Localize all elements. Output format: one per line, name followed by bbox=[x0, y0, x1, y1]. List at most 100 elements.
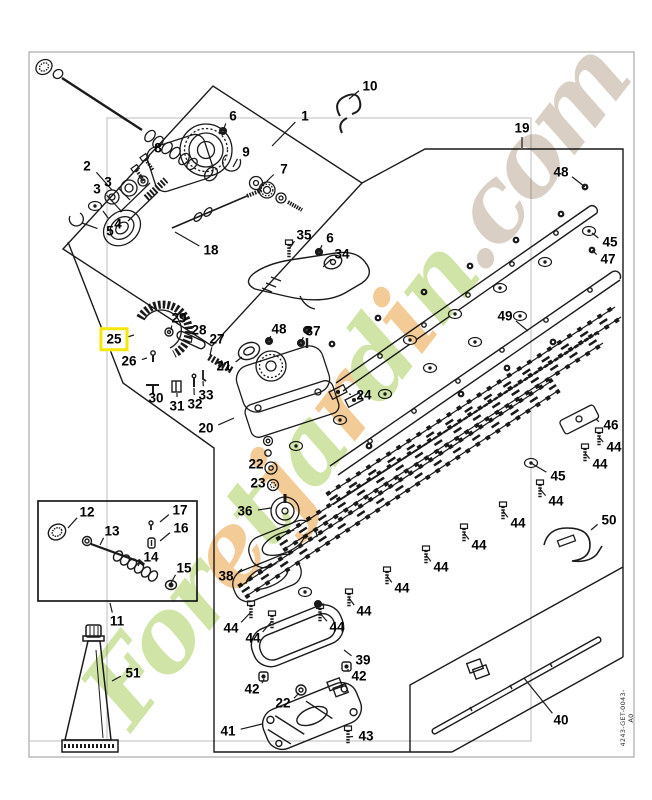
callout-44[interactable]: 44 bbox=[592, 456, 608, 472]
callout-45[interactable]: 45 bbox=[602, 234, 618, 250]
callout-42[interactable]: 42 bbox=[351, 668, 367, 684]
leader-line bbox=[109, 602, 113, 613]
callout-45[interactable]: 45 bbox=[550, 468, 566, 484]
callout-44[interactable]: 44 bbox=[548, 493, 564, 509]
callout-4[interactable]: 4 bbox=[114, 216, 122, 232]
leader-line bbox=[591, 232, 599, 239]
leader-line bbox=[99, 537, 105, 546]
callout-8[interactable]: 8 bbox=[154, 140, 162, 156]
callout-43[interactable]: 43 bbox=[358, 728, 374, 744]
callout-44[interactable]: 44 bbox=[223, 620, 239, 636]
drawing-number: 4243-GET-0043-A0 bbox=[619, 689, 635, 747]
leader-line bbox=[319, 612, 328, 622]
callout-24[interactable]: 24 bbox=[356, 387, 372, 403]
callout-48[interactable]: 48 bbox=[271, 321, 287, 337]
leader-line bbox=[591, 249, 598, 256]
callout-7[interactable]: 7 bbox=[280, 161, 288, 177]
callout-23[interactable]: 23 bbox=[250, 475, 266, 491]
callout-51[interactable]: 51 bbox=[125, 665, 141, 681]
callout-15[interactable]: 15 bbox=[176, 560, 192, 576]
cam-adjuster-parts bbox=[136, 300, 261, 394]
leader-line bbox=[343, 649, 352, 657]
callout-47[interactable]: 47 bbox=[600, 251, 616, 267]
callout-44[interactable]: 44 bbox=[606, 439, 622, 455]
callout-13[interactable]: 13 bbox=[104, 523, 120, 539]
callout-49[interactable]: 49 bbox=[497, 308, 513, 324]
callout-50[interactable]: 50 bbox=[601, 512, 617, 528]
leader-line bbox=[425, 554, 432, 562]
callout-44[interactable]: 44 bbox=[471, 537, 487, 553]
callout-33[interactable]: 33 bbox=[198, 387, 214, 403]
callout-30[interactable]: 30 bbox=[148, 390, 164, 406]
leader-line bbox=[257, 507, 272, 511]
spring-hook-10 bbox=[336, 93, 362, 134]
callout-29[interactable]: 29 bbox=[171, 310, 187, 326]
callout-39[interactable]: 39 bbox=[355, 652, 371, 668]
leader-line bbox=[141, 357, 148, 361]
callout-21[interactable]: 21 bbox=[216, 358, 232, 374]
callout-44[interactable]: 44 bbox=[329, 619, 345, 635]
callout-40[interactable]: 40 bbox=[553, 712, 569, 728]
callout-1[interactable]: 1 bbox=[301, 108, 309, 124]
callout-9[interactable]: 9 bbox=[242, 144, 250, 160]
plates-and-deflector bbox=[328, 383, 603, 563]
leader-line bbox=[159, 514, 170, 523]
callout-5[interactable]: 5 bbox=[106, 223, 114, 239]
callout-44[interactable]: 44 bbox=[510, 515, 526, 531]
callout-3[interactable]: 3 bbox=[104, 174, 112, 190]
callout-36[interactable]: 36 bbox=[237, 503, 253, 519]
callout-28[interactable]: 28 bbox=[191, 322, 207, 338]
callout-18[interactable]: 18 bbox=[203, 242, 219, 258]
callout-6[interactable]: 6 bbox=[229, 108, 237, 124]
leader-line bbox=[235, 356, 243, 363]
callout-37[interactable]: 37 bbox=[305, 323, 321, 339]
leader-line bbox=[463, 532, 470, 540]
callout-44[interactable]: 44 bbox=[394, 580, 410, 596]
callout-34[interactable]: 34 bbox=[334, 246, 350, 262]
callout-11[interactable]: 11 bbox=[109, 613, 125, 629]
leader-line bbox=[515, 320, 529, 332]
leader-line bbox=[595, 418, 600, 423]
callout-6[interactable]: 6 bbox=[326, 230, 334, 246]
callout-14[interactable]: 14 bbox=[143, 549, 159, 565]
leader-line bbox=[217, 417, 235, 426]
callout-44[interactable]: 44 bbox=[356, 603, 372, 619]
callout-27[interactable]: 27 bbox=[209, 331, 225, 347]
callout-10[interactable]: 10 bbox=[362, 78, 378, 94]
callout-46[interactable]: 46 bbox=[603, 417, 619, 433]
callout-38[interactable]: 38 bbox=[218, 568, 234, 584]
leader-line bbox=[262, 620, 273, 633]
gearbox-assembly bbox=[68, 123, 303, 247]
callout-26[interactable]: 26 bbox=[121, 353, 137, 369]
leader-line bbox=[502, 510, 509, 518]
callout-20[interactable]: 20 bbox=[198, 420, 214, 436]
callout-41[interactable]: 41 bbox=[220, 723, 236, 739]
callout-32[interactable]: 32 bbox=[187, 396, 203, 412]
leader-line bbox=[523, 677, 553, 714]
leader-line bbox=[137, 561, 141, 567]
leader-line bbox=[111, 675, 122, 682]
callout-44[interactable]: 44 bbox=[433, 559, 449, 575]
callout-12[interactable]: 12 bbox=[79, 504, 95, 520]
grease-tube-51 bbox=[61, 624, 119, 753]
leader-line bbox=[347, 735, 354, 738]
callout-35[interactable]: 35 bbox=[296, 227, 312, 243]
leader-lines bbox=[67, 90, 604, 738]
callout-25[interactable]: 25 bbox=[99, 327, 129, 351]
callout-22[interactable]: 22 bbox=[248, 456, 264, 472]
leader-line bbox=[261, 678, 265, 684]
leader-line bbox=[170, 325, 173, 331]
callout-19[interactable]: 19 bbox=[514, 120, 530, 136]
callout-22[interactable]: 22 bbox=[275, 695, 291, 711]
callout-2[interactable]: 2 bbox=[83, 158, 91, 174]
callout-16[interactable]: 16 bbox=[173, 520, 189, 536]
callout-48[interactable]: 48 bbox=[553, 164, 569, 180]
callout-42[interactable]: 42 bbox=[244, 681, 260, 697]
leader-line bbox=[584, 452, 590, 460]
callout-17[interactable]: 17 bbox=[172, 502, 188, 518]
callout-31[interactable]: 31 bbox=[169, 398, 185, 414]
leader-line bbox=[81, 222, 98, 230]
callout-44[interactable]: 44 bbox=[245, 630, 261, 646]
callout-3[interactable]: 3 bbox=[93, 181, 101, 197]
